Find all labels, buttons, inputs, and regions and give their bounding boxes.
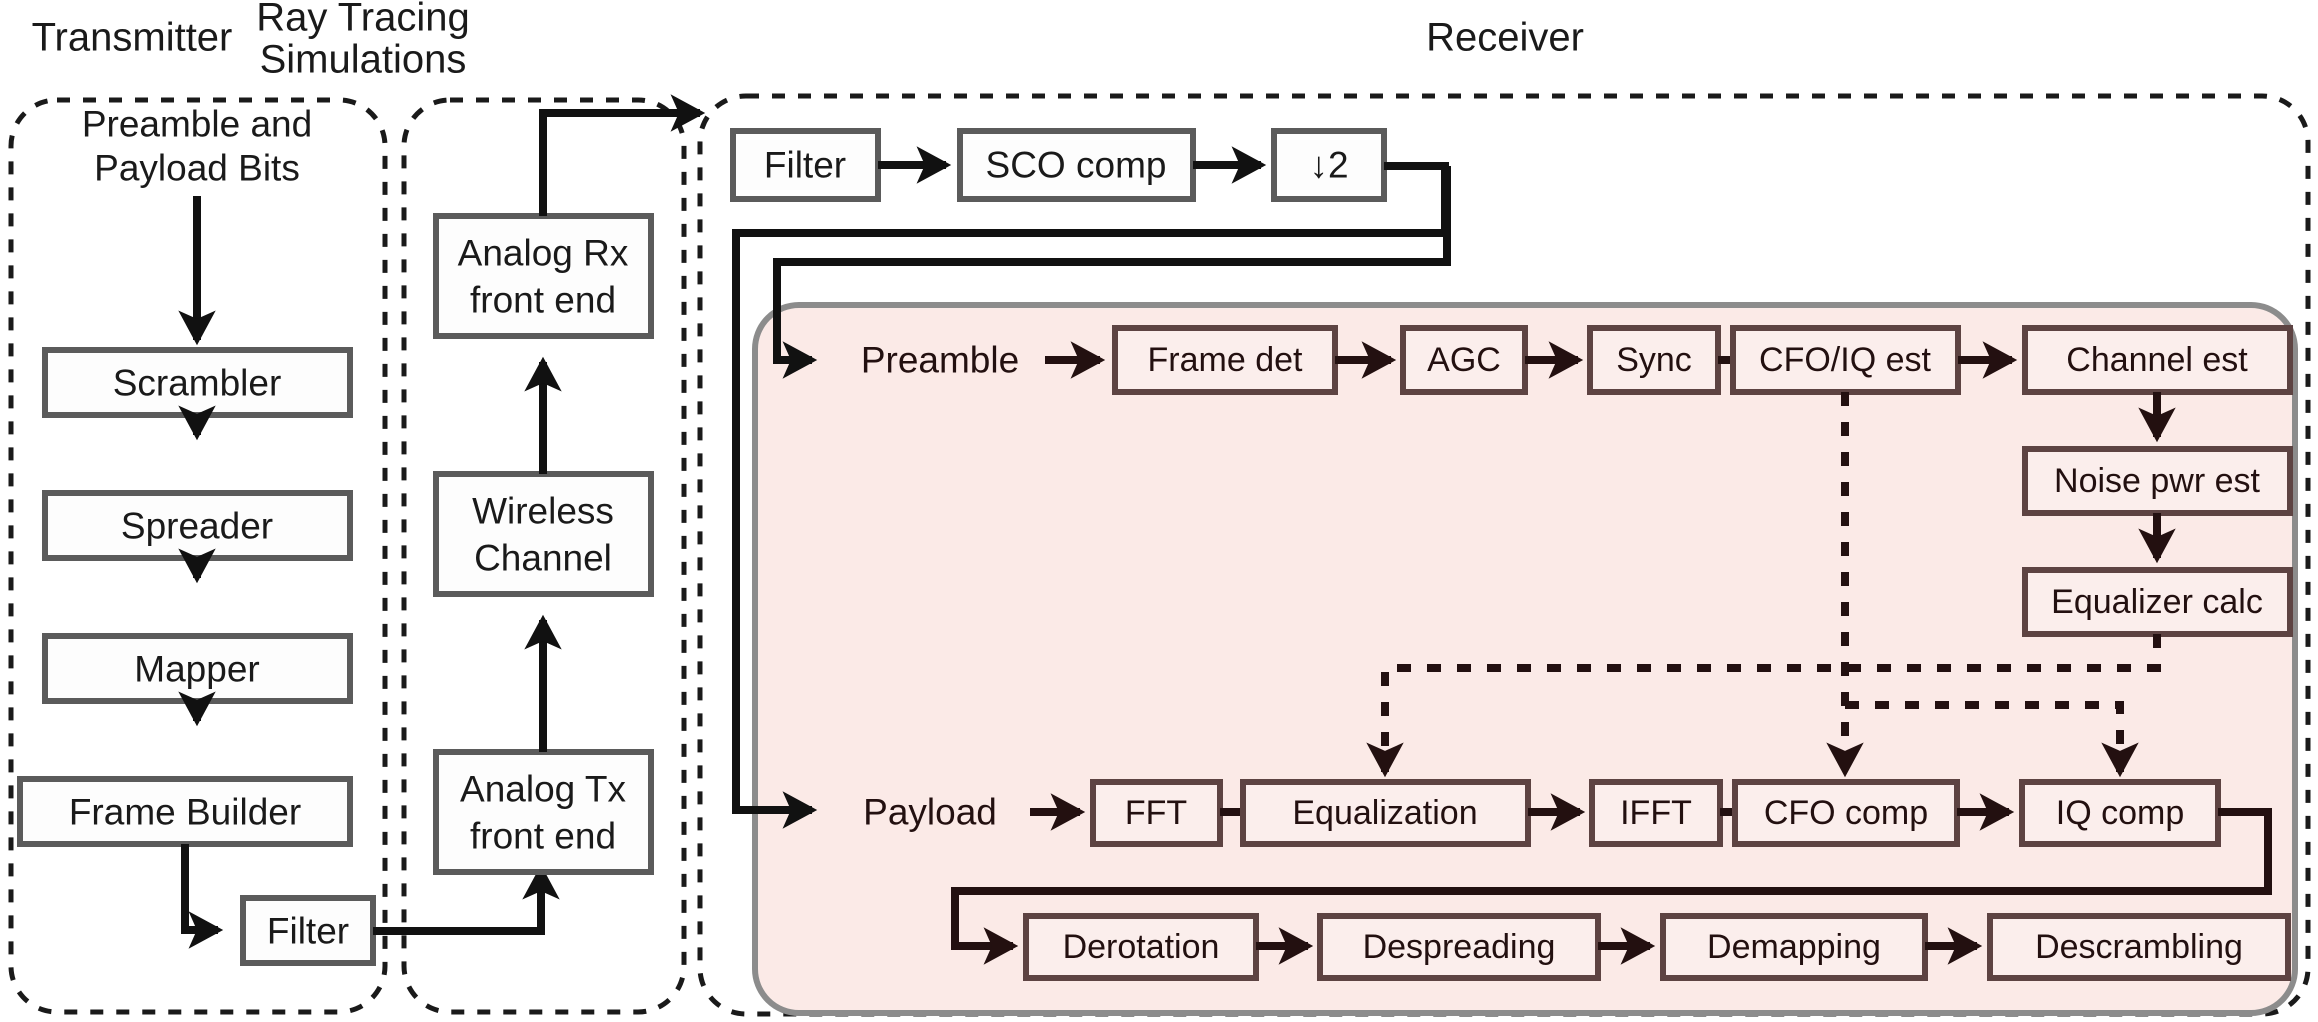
block-frame-det-label: Frame det [1148, 341, 1303, 379]
block-mapper-label: Mapper [134, 649, 259, 690]
block-rx-filter-label: Filter [764, 145, 846, 186]
block-noise-pwr-est-label: Noise pwr est [2054, 462, 2261, 500]
block-frame-builder-label: Frame Builder [69, 792, 301, 833]
block-noise-pwr-est [2022, 446, 2293, 516]
block-rx-filter [730, 128, 881, 202]
label-payload-branch: Payload [863, 792, 997, 833]
block-analog-rx-front-end-label-line1: Analog Rx [458, 233, 629, 274]
block-sync-label: Sync [1616, 341, 1692, 379]
block-spreader-label: Spreader [121, 506, 273, 547]
block-despreading [1317, 913, 1601, 981]
block-scrambler-label: Scrambler [113, 363, 282, 404]
block-channel-est-label: Channel est [2066, 341, 2248, 379]
arrow-downsample-to-preamble [773, 166, 1451, 379]
block-equalizer-calc-label: Equalizer calc [2051, 583, 2263, 621]
block-cfo-iq-est-label: CFO/IQ est [1759, 341, 1931, 379]
block-fft-label: FFT [1125, 794, 1187, 832]
group-title-raytracing-line1: Ray Tracing [256, 0, 469, 40]
block-analog-tx-front-end-label-line1: Analog Tx [460, 769, 626, 810]
block-tx-filter-label: Filter [267, 911, 349, 952]
block-sync [1587, 325, 1721, 395]
receiver-processing-panel [752, 302, 2298, 1016]
group-box-raytracing [401, 97, 687, 1015]
group-title-transmitter: Transmitter [32, 16, 233, 60]
group-box-receiver [697, 93, 2311, 1017]
arrow-frame-builder-to-tx-filter [181, 844, 224, 949]
block-demapping-label: Demapping [1707, 928, 1881, 966]
block-downsample-2-label: ↓2 [1309, 145, 1348, 186]
block-descrambling [1987, 913, 2291, 981]
block-scrambler [42, 347, 353, 418]
arrow-iq-comp-to-derotation [951, 808, 2272, 965]
block-iq-comp-label: IQ comp [2056, 794, 2184, 832]
block-downsample-2 [1271, 128, 1387, 202]
group-title-receiver: Receiver [1426, 16, 1584, 60]
block-analog-rx-front-end [433, 213, 654, 339]
dashed-cfo-iq-est-to-iq-comp [1845, 701, 2139, 778]
arrow-tx-filter-to-analog-tx [373, 864, 560, 935]
block-agc-label: AGC [1427, 341, 1501, 379]
block-tx-filter [240, 895, 376, 966]
block-agc [1400, 325, 1528, 395]
block-ifft-label: IFFT [1620, 794, 1692, 832]
block-mapper [42, 633, 353, 704]
block-derotation [1023, 913, 1259, 981]
group-box-transmitter [8, 97, 388, 1015]
arrow-analog-rx-to-rx-filter [539, 94, 706, 216]
arrow-downsample-to-payload [732, 162, 1449, 829]
block-cfo-comp-label: CFO comp [1764, 794, 1928, 832]
block-derotation-label: Derotation [1063, 928, 1220, 966]
dashed-equalizer-calc-to-equalization [1366, 634, 2161, 778]
label-preamble-branch: Preamble [861, 340, 1019, 381]
block-ifft [1589, 779, 1723, 847]
block-analog-tx-front-end [433, 749, 654, 875]
group-title-raytracing-line2: Simulations [260, 38, 467, 82]
tx-source-label-line2: Payload Bits [94, 148, 300, 189]
tx-source-label-line1: Preamble and [82, 104, 312, 145]
block-wireless-channel-label-line2: Channel [474, 538, 612, 579]
block-sco-comp [957, 128, 1196, 202]
block-wireless-channel [433, 471, 654, 597]
block-descrambling-label: Descrambling [2035, 928, 2243, 966]
block-analog-tx-front-end-label-line2: front end [470, 816, 616, 857]
block-analog-rx-front-end-label-line2: front end [470, 280, 616, 321]
block-equalizer-calc [2022, 567, 2293, 637]
block-iq-comp [2019, 779, 2221, 847]
block-channel-est [2022, 325, 2293, 395]
block-sco-comp-label: SCO comp [986, 145, 1167, 186]
block-despreading-label: Despreading [1363, 928, 1556, 966]
block-equalization-label: Equalization [1292, 794, 1477, 832]
block-wireless-channel-label-line1: Wireless [472, 491, 614, 532]
